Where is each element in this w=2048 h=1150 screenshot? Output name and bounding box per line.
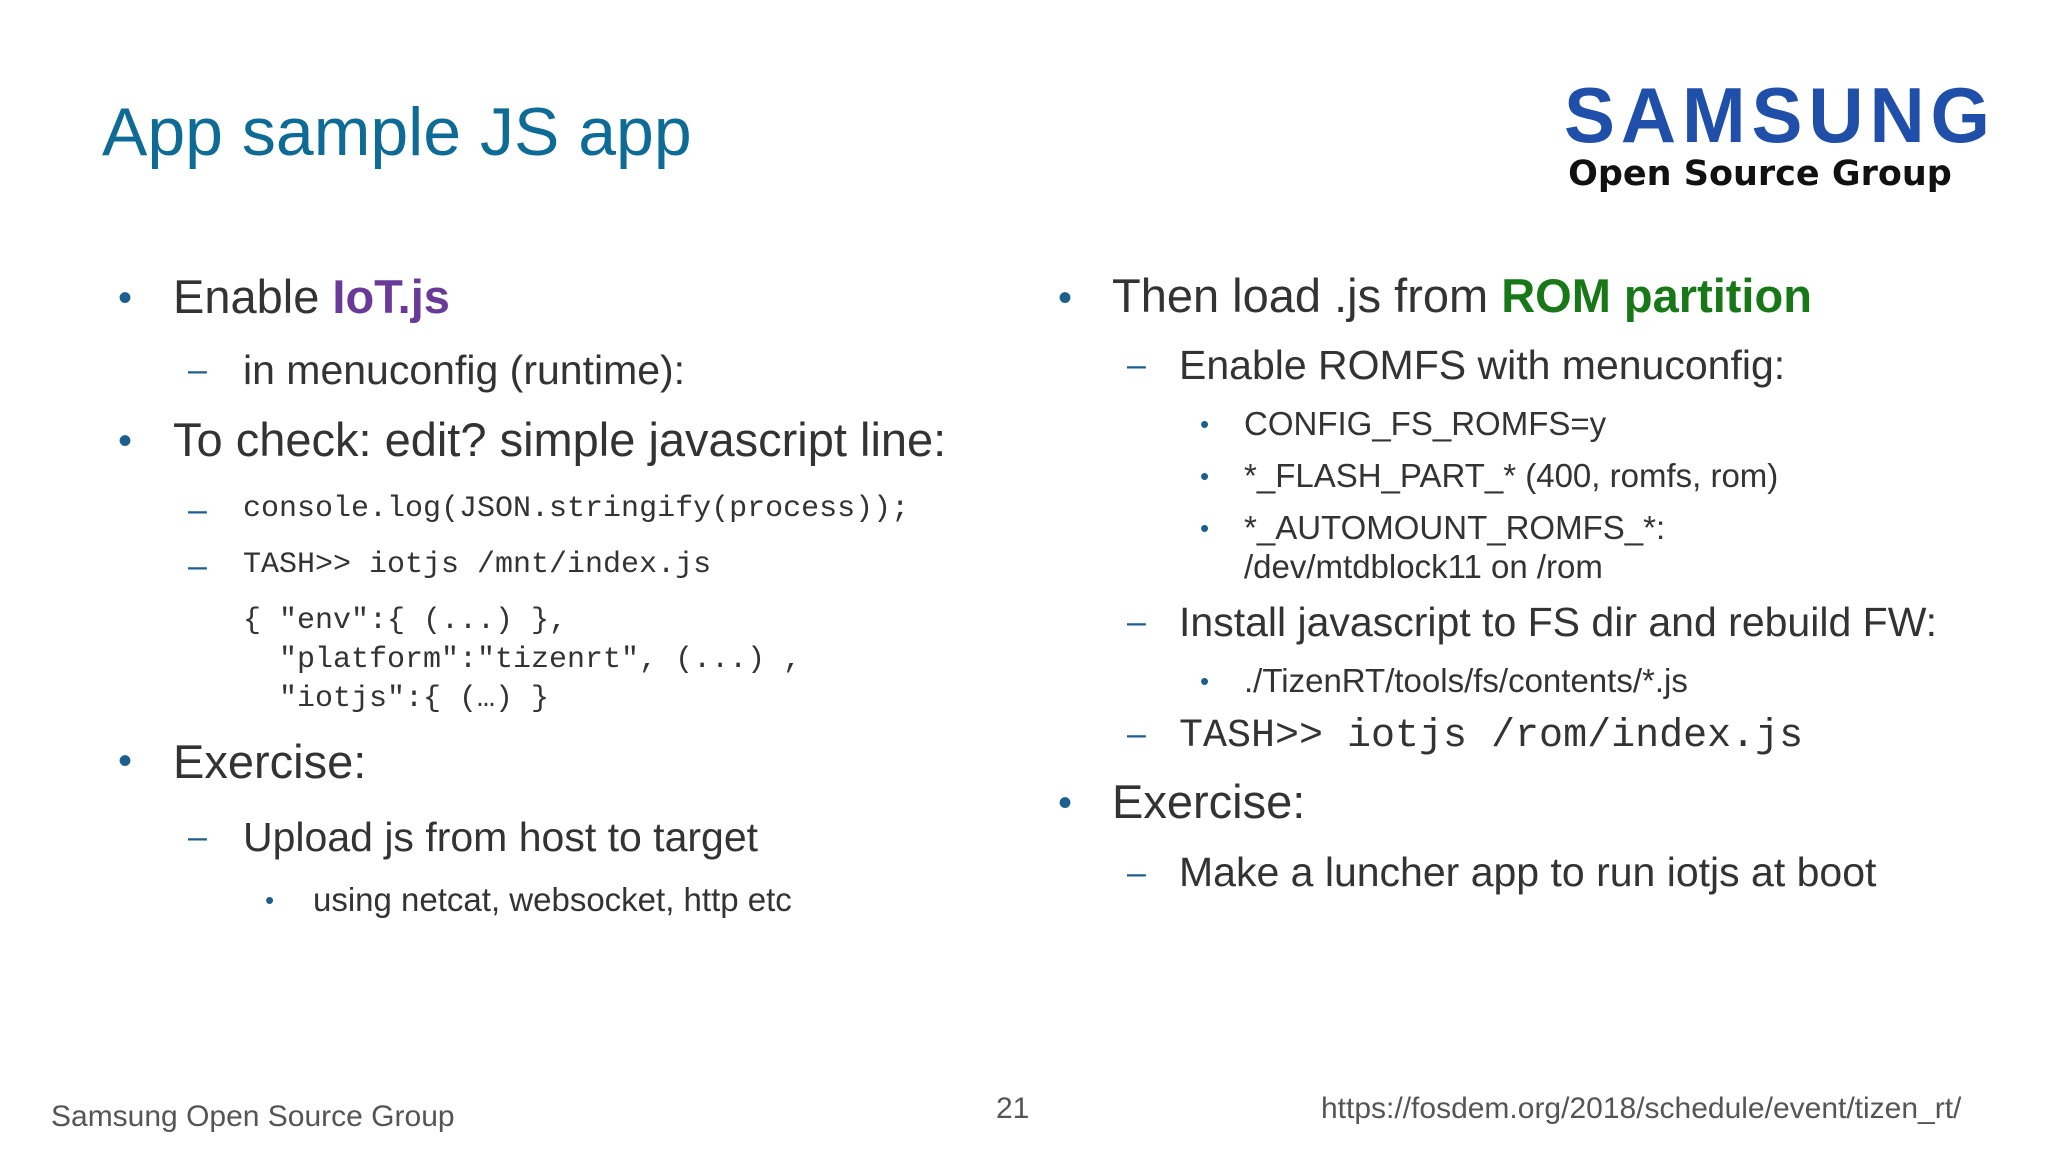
rom-load-item: Then load .js from ROM partition <box>1112 272 1812 319</box>
exercise-heading-left: Exercise: <box>173 735 367 788</box>
dash-icon: – <box>1127 346 1146 384</box>
automount-item: *_AUTOMOUNT_ROMFS_*: <box>1244 509 1666 546</box>
bullet-icon: • <box>1200 409 1210 439</box>
bullet-icon: • <box>1200 461 1210 491</box>
dash-icon: – <box>188 351 207 389</box>
exercise-heading-right: Exercise: <box>1112 775 1306 828</box>
iotjs-highlight: IoT.js <box>332 270 450 323</box>
automount-item-cont: /dev/mtdblock11 on /rom <box>1244 548 1603 585</box>
dash-icon: – <box>188 818 207 856</box>
footer-org: Samsung Open Source Group <box>51 1100 455 1133</box>
code-line-tash-rom: TASH>> iotjs /rom/index.js <box>1179 714 1804 759</box>
using-item: using netcat, websocket, http etc <box>313 881 792 918</box>
romfs-item: Enable ROMFS with menuconfig: <box>1179 342 1786 388</box>
code-line-tash-mnt: TASH>> iotjs /mnt/index.js <box>243 548 712 582</box>
bullet-icon: • <box>1058 781 1073 825</box>
bullet-icon: • <box>265 885 275 915</box>
bullet-icon: • <box>1200 666 1210 696</box>
samsung-logo: SAMSUNG Open Source Group <box>1560 71 1996 206</box>
bullet-icon: • <box>118 739 133 783</box>
logo-subtitle: Open Source Group <box>1568 154 1952 194</box>
flash-part-item: *_FLASH_PART_* (400, romfs, rom) <box>1244 457 1779 494</box>
dash-icon: – <box>1127 715 1146 753</box>
page-number: 21 <box>996 1092 1030 1125</box>
rom-highlight: ROM partition <box>1501 269 1812 322</box>
luncher-item: Make a luncher app to run iotjs at boot <box>1179 849 1877 895</box>
output-line-1: { "env":{ (...) }, <box>243 604 568 638</box>
logo-brand: SAMSUNG <box>1564 71 1996 159</box>
bullet-icon: • <box>118 419 133 463</box>
bullet-icon: • <box>118 276 133 320</box>
code-line-console: console.log(JSON.stringify(process)); <box>243 492 910 526</box>
output-line-3: "iotjs":{ (…) } <box>243 682 550 716</box>
upload-item: Upload js from host to target <box>243 814 759 860</box>
dash-icon: – <box>188 491 207 529</box>
dash-icon: – <box>1127 603 1146 641</box>
dash-icon: – <box>1127 854 1146 892</box>
enable-prefix: Enable <box>173 270 333 323</box>
check-item: To check: edit? simple javascript line: <box>173 413 947 466</box>
bullet-icon: • <box>1058 276 1073 320</box>
bullet-icon: • <box>1200 513 1210 543</box>
menuconfig-item: in menuconfig (runtime): <box>243 347 686 393</box>
dash-icon: – <box>188 547 207 585</box>
slide-title: App sample JS app <box>102 94 692 170</box>
fs-path-item: ./TizenRT/tools/fs/contents/*.js <box>1244 662 1688 699</box>
output-line-2: "platform":"tizenrt", (...) , <box>243 643 802 677</box>
config-romfs-item: CONFIG_FS_ROMFS=y <box>1244 405 1607 442</box>
enable-iotjs-item: Enable IoT.js <box>173 273 450 320</box>
install-item: Install javascript to FS dir and rebuild… <box>1179 599 1938 645</box>
footer-url: https://fosdem.org/2018/schedule/event/t… <box>1321 1092 1962 1125</box>
load-prefix: Then load .js from <box>1112 269 1502 322</box>
